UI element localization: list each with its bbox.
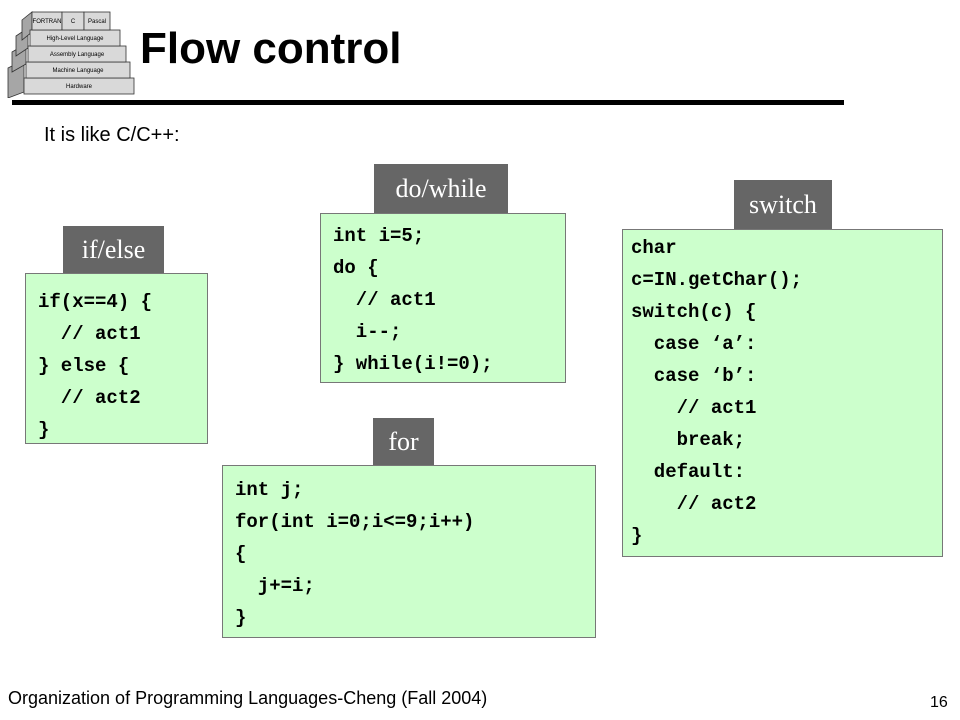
dowhile-tab: do/while	[374, 164, 508, 214]
logo-label-hardware: Hardware	[66, 84, 93, 90]
switch-code: char c=IN.getChar(); switch(c) { case ‘a…	[622, 229, 943, 557]
page-number: 16	[930, 694, 948, 711]
switch-tab: switch	[734, 180, 832, 230]
logo-label-c: C	[71, 19, 76, 25]
dowhile-code: int i=5; do { // act1 i--; } while(i!=0)…	[320, 213, 566, 383]
ifelse-code: if(x==4) { // act1 } else { // act2 }	[25, 273, 208, 444]
logo-label-pascal: Pascal	[88, 19, 106, 25]
slide-subtitle: It is like C/C++:	[44, 124, 180, 146]
logo-label-machine: Machine Language	[52, 68, 104, 74]
footer-text: Organization of Programming Languages-Ch…	[8, 688, 488, 708]
title-divider	[12, 100, 844, 105]
ifelse-tab: if/else	[63, 226, 164, 274]
for-tab: for	[373, 418, 434, 466]
logo-label-high-level: High-Level Language	[46, 36, 104, 42]
language-stack-logo: FORTRAN C Pascal High-Level Language Ass…	[7, 11, 135, 98]
for-code: int j; for(int i=0;i<=9;i++) { j+=i; }	[222, 465, 596, 638]
logo-label-fortran: FORTRAN	[33, 19, 62, 25]
logo-label-assembly: Assembly Language	[50, 52, 105, 58]
slide-title: Flow control	[140, 24, 402, 73]
